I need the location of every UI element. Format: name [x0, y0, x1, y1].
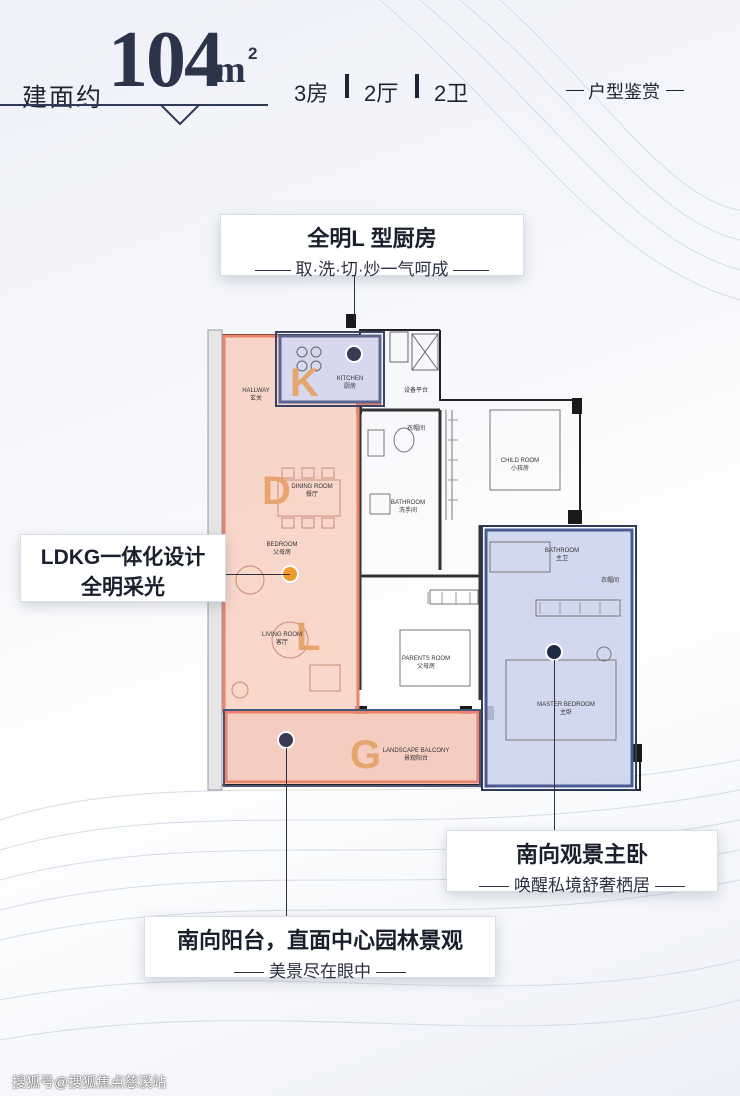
- halls-count: 2厅: [364, 81, 399, 106]
- watermark: 搜狐号@搜狐焦点慈溪站: [12, 1074, 167, 1090]
- room-label: BEDROOM: [266, 542, 297, 548]
- room-label: 小孩房: [511, 464, 529, 472]
- kitchen-marker: [345, 345, 363, 363]
- kitchen-callout: 全明L 型厨房 取·洗·切·炒一气呵成: [220, 214, 524, 279]
- zone-letter-l: L: [296, 615, 320, 659]
- room-label: 衣帽间: [407, 424, 425, 432]
- zone-letter-g: G: [350, 733, 381, 777]
- balcony-callout: 南向阳台，直面中心园林景观 美景尽在眼中: [144, 916, 496, 981]
- header-separator: [345, 74, 349, 98]
- balcony-marker: [277, 731, 295, 749]
- room-label: LANDSCAPE BALCONY: [383, 748, 450, 754]
- room-label: MASTER BEDROOM: [537, 702, 595, 708]
- room-label: 设备平台: [404, 386, 428, 394]
- kitchen-callout-title: 全明L 型厨房: [307, 226, 437, 251]
- header-chevron: [159, 104, 201, 126]
- room-label: 父母房: [417, 662, 435, 670]
- room-label: 景观阳台: [404, 754, 428, 762]
- room-label: PARENTS ROOM: [402, 656, 450, 662]
- room-label: 主卫: [556, 554, 568, 562]
- room-label: 餐厅: [306, 490, 318, 498]
- ldkg-leader: [224, 574, 290, 575]
- dash: [254, 270, 291, 272]
- section-tag: 户型鉴赏: [588, 82, 660, 102]
- room-label: 厨房: [344, 382, 356, 390]
- room-label: BATHROOM: [391, 500, 425, 506]
- rooms-count: 3房: [294, 81, 329, 106]
- master-callout-subtitle: 唤醒私境舒奢栖居: [514, 876, 650, 895]
- dash: [654, 886, 685, 888]
- master-callout: 南向观景主卧 唤醒私境舒奢栖居: [446, 830, 718, 895]
- master-marker: [545, 643, 563, 661]
- balcony-leader: [286, 748, 287, 916]
- balcony-callout-title: 南向阳台，直面中心园林景观: [176, 928, 463, 953]
- tag-line-right: [666, 90, 684, 91]
- kitchen-callout-subtitle: 取·洗·切·炒一气呵成: [295, 260, 449, 279]
- room-label: 衣帽间: [601, 576, 619, 584]
- dash: [375, 972, 406, 974]
- room-label: BATHROOM: [545, 548, 579, 554]
- dash: [453, 270, 490, 272]
- room-label: HALLWAY: [242, 388, 270, 394]
- room-label: CHILD ROOM: [501, 458, 539, 464]
- header-separator: [415, 74, 419, 98]
- room-label: KITCHEN: [337, 376, 363, 382]
- zone-letter-d: D: [262, 469, 291, 513]
- room-label: LIVING ROOM: [262, 632, 302, 638]
- room-label: DINING ROOM: [291, 484, 332, 490]
- area-prefix: 建面约: [22, 84, 104, 112]
- zone-letter-k: K: [290, 361, 319, 405]
- header-underline: [0, 104, 268, 106]
- area-unit: m: [214, 49, 246, 91]
- master-callout-title: 南向观景主卧: [515, 842, 648, 867]
- room-label: 客厅: [276, 638, 288, 646]
- floor-plan: K D L G HALLWAY 玄关 KITCHEN 厨房 DINING ROO…: [207, 314, 642, 791]
- tag-line-left: [566, 90, 584, 91]
- room-label: 玄关: [250, 394, 262, 402]
- ldkg-callout-line1: LDKG一体化设计: [40, 546, 206, 569]
- dash: [234, 972, 265, 974]
- dash: [479, 886, 510, 888]
- room-label: 洗手间: [399, 506, 417, 514]
- kitchen-leader: [354, 274, 355, 320]
- master-leader: [554, 660, 555, 830]
- ldkg-callout-line2: 全明采光: [81, 576, 165, 599]
- ldkg-callout: LDKG一体化设计 全明采光: [20, 534, 226, 602]
- area-number: 104: [108, 16, 224, 104]
- baths-count: 2卫: [434, 81, 469, 106]
- area-unit-superscript: 2: [248, 44, 258, 63]
- room-label: 主卧: [560, 708, 572, 716]
- balcony-callout-subtitle: 美景尽在眼中: [269, 962, 371, 981]
- room-label: 父母房: [273, 548, 291, 556]
